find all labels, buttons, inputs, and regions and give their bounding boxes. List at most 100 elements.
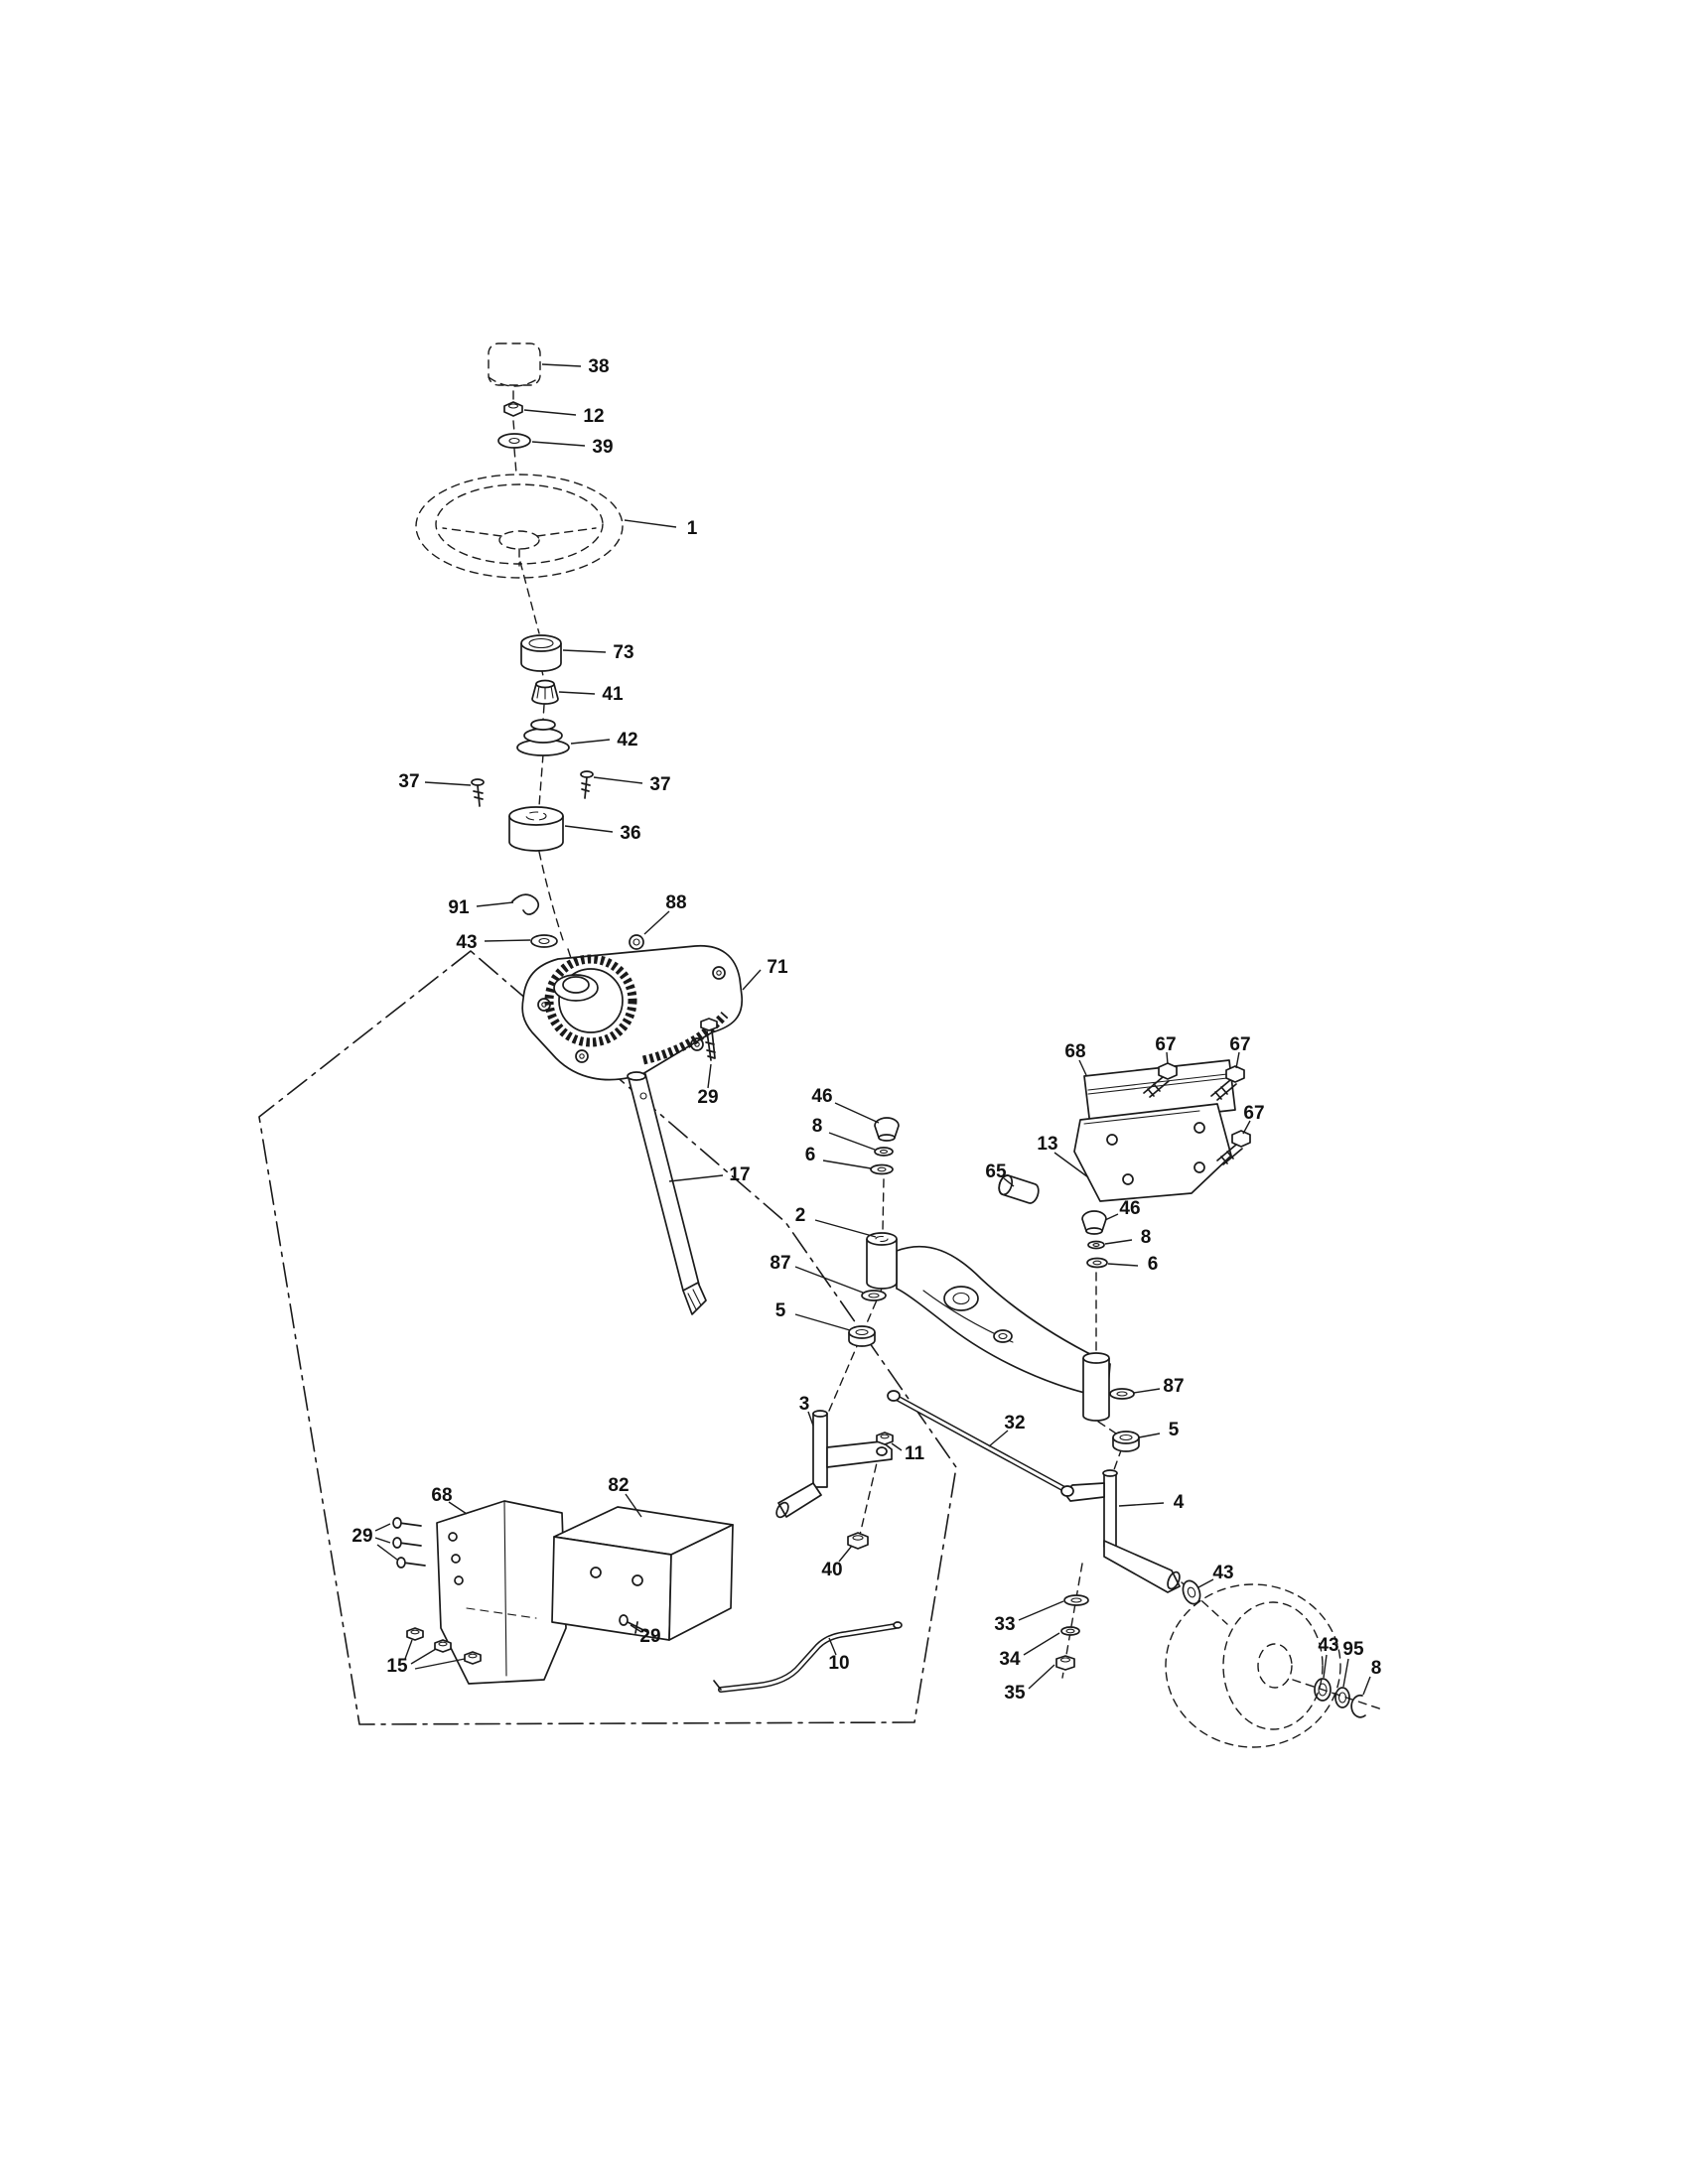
leader-line-5 — [1138, 1433, 1161, 1438]
part-1-steering-wheel — [415, 474, 624, 579]
leader-line-41 — [558, 691, 596, 695]
part-41-adapter — [531, 679, 559, 705]
part-12-nut — [503, 401, 523, 417]
bolt-29-center — [619, 1614, 648, 1634]
wheel-assembly — [1165, 1583, 1366, 1748]
part-number-71: 71 — [767, 957, 788, 978]
leader-line-39 — [531, 441, 586, 447]
leader-line-37 — [593, 776, 643, 784]
leader-line-3 — [807, 1411, 814, 1427]
part-number-29: 29 — [639, 1626, 660, 1647]
part-2-front-axle — [866, 1232, 1111, 1422]
part-number-39: 39 — [592, 437, 613, 458]
part-number-10: 10 — [828, 1653, 849, 1674]
part-number-15: 15 — [386, 1656, 408, 1677]
part-number-65: 65 — [985, 1161, 1007, 1182]
leader-line-67 — [1242, 1120, 1251, 1135]
bracket-68-13-assembly — [1073, 1059, 1236, 1202]
part-number-35: 35 — [1004, 1683, 1026, 1704]
part-number-29: 29 — [351, 1526, 372, 1547]
part-40-nut — [847, 1532, 869, 1550]
leader-line-71 — [742, 969, 762, 991]
leader-line-6 — [1107, 1263, 1139, 1267]
leader-line-8 — [828, 1132, 876, 1151]
leader-line-67 — [1235, 1051, 1240, 1069]
leader-line-29 — [376, 1544, 398, 1561]
part-39-washer — [497, 433, 531, 449]
leader-line-32 — [988, 1430, 1009, 1447]
part-43-washer-right — [1182, 1579, 1201, 1605]
leader-line-29 — [630, 1624, 642, 1633]
part-number-33: 33 — [994, 1614, 1015, 1635]
chassis-boundary-line — [258, 950, 957, 1725]
leader-line-11 — [891, 1442, 903, 1451]
leader-line-95 — [1342, 1658, 1349, 1688]
leader-line-4 — [1118, 1502, 1165, 1507]
part-number-42: 42 — [617, 730, 637, 751]
part-number-41: 41 — [602, 684, 624, 705]
part-number-6: 6 — [805, 1145, 816, 1165]
part-number-82: 82 — [608, 1475, 629, 1496]
leader-line-13 — [1053, 1152, 1089, 1178]
bracket-68-left — [436, 1500, 567, 1685]
part-number-5: 5 — [1169, 1420, 1180, 1440]
part-43-washer-upper — [530, 934, 558, 948]
leader-line-34 — [1023, 1632, 1060, 1656]
part-number-3: 3 — [799, 1394, 810, 1415]
part-29-bolt-gear — [700, 1018, 718, 1061]
part-71-steering-gear-assembly — [521, 934, 743, 1081]
nuts-15 — [406, 1627, 482, 1665]
washers-33-34-35 — [1055, 1594, 1089, 1671]
part-number-88: 88 — [665, 892, 686, 913]
part-number-67: 67 — [1155, 1034, 1176, 1055]
washers-87-5-right — [1109, 1388, 1140, 1452]
part-67-bolts — [1143, 1062, 1251, 1165]
hardware-stack-left — [870, 1117, 900, 1175]
part-37-screws — [471, 770, 594, 807]
part-3-spindle-left — [775, 1410, 894, 1550]
leader-line-68 — [1078, 1059, 1087, 1076]
leader-line-88 — [643, 910, 670, 935]
part-4-spindle-right — [1063, 1469, 1181, 1593]
part-number-2: 2 — [795, 1205, 806, 1226]
part-number-95: 95 — [1342, 1639, 1364, 1660]
part-number-43: 43 — [1212, 1563, 1233, 1583]
leader-line-42 — [570, 739, 611, 745]
part-88-bushing — [629, 934, 644, 950]
part-number-32: 32 — [1004, 1413, 1025, 1433]
part-8-e-clip — [1350, 1694, 1366, 1718]
part-number-40: 40 — [821, 1560, 842, 1580]
part-number-43: 43 — [456, 932, 477, 953]
leader-line-29 — [374, 1523, 391, 1532]
part-91-clip — [511, 893, 540, 915]
part-number-46: 46 — [811, 1086, 832, 1107]
leader-line-10 — [828, 1637, 837, 1656]
part-11-nut — [876, 1432, 894, 1445]
part-number-43: 43 — [1318, 1635, 1338, 1656]
part-95-washer — [1334, 1687, 1350, 1708]
part-42-boot — [516, 719, 570, 756]
part-number-67: 67 — [1229, 1034, 1250, 1055]
leader-line-46 — [834, 1102, 880, 1124]
leader-line-82 — [625, 1493, 642, 1518]
part-number-34: 34 — [999, 1649, 1021, 1670]
leader-line-40 — [838, 1545, 853, 1563]
leader-line-12 — [523, 409, 577, 416]
part-number-17: 17 — [729, 1164, 750, 1185]
leader-line-67 — [1166, 1051, 1169, 1065]
leader-line-87 — [1133, 1388, 1161, 1394]
leader-line-17 — [668, 1174, 724, 1182]
part-number-12: 12 — [583, 406, 604, 427]
leader-line-73 — [562, 649, 607, 653]
part-17-steering-shaft — [627, 1071, 707, 1315]
part-number-8: 8 — [1371, 1658, 1382, 1679]
hardware-stack-right — [1081, 1210, 1108, 1269]
part-number-87: 87 — [770, 1253, 790, 1274]
part-number-91: 91 — [448, 897, 470, 918]
leader-line-6 — [822, 1160, 872, 1169]
part-number-87: 87 — [1163, 1376, 1184, 1397]
leader-line-29 — [374, 1537, 391, 1544]
